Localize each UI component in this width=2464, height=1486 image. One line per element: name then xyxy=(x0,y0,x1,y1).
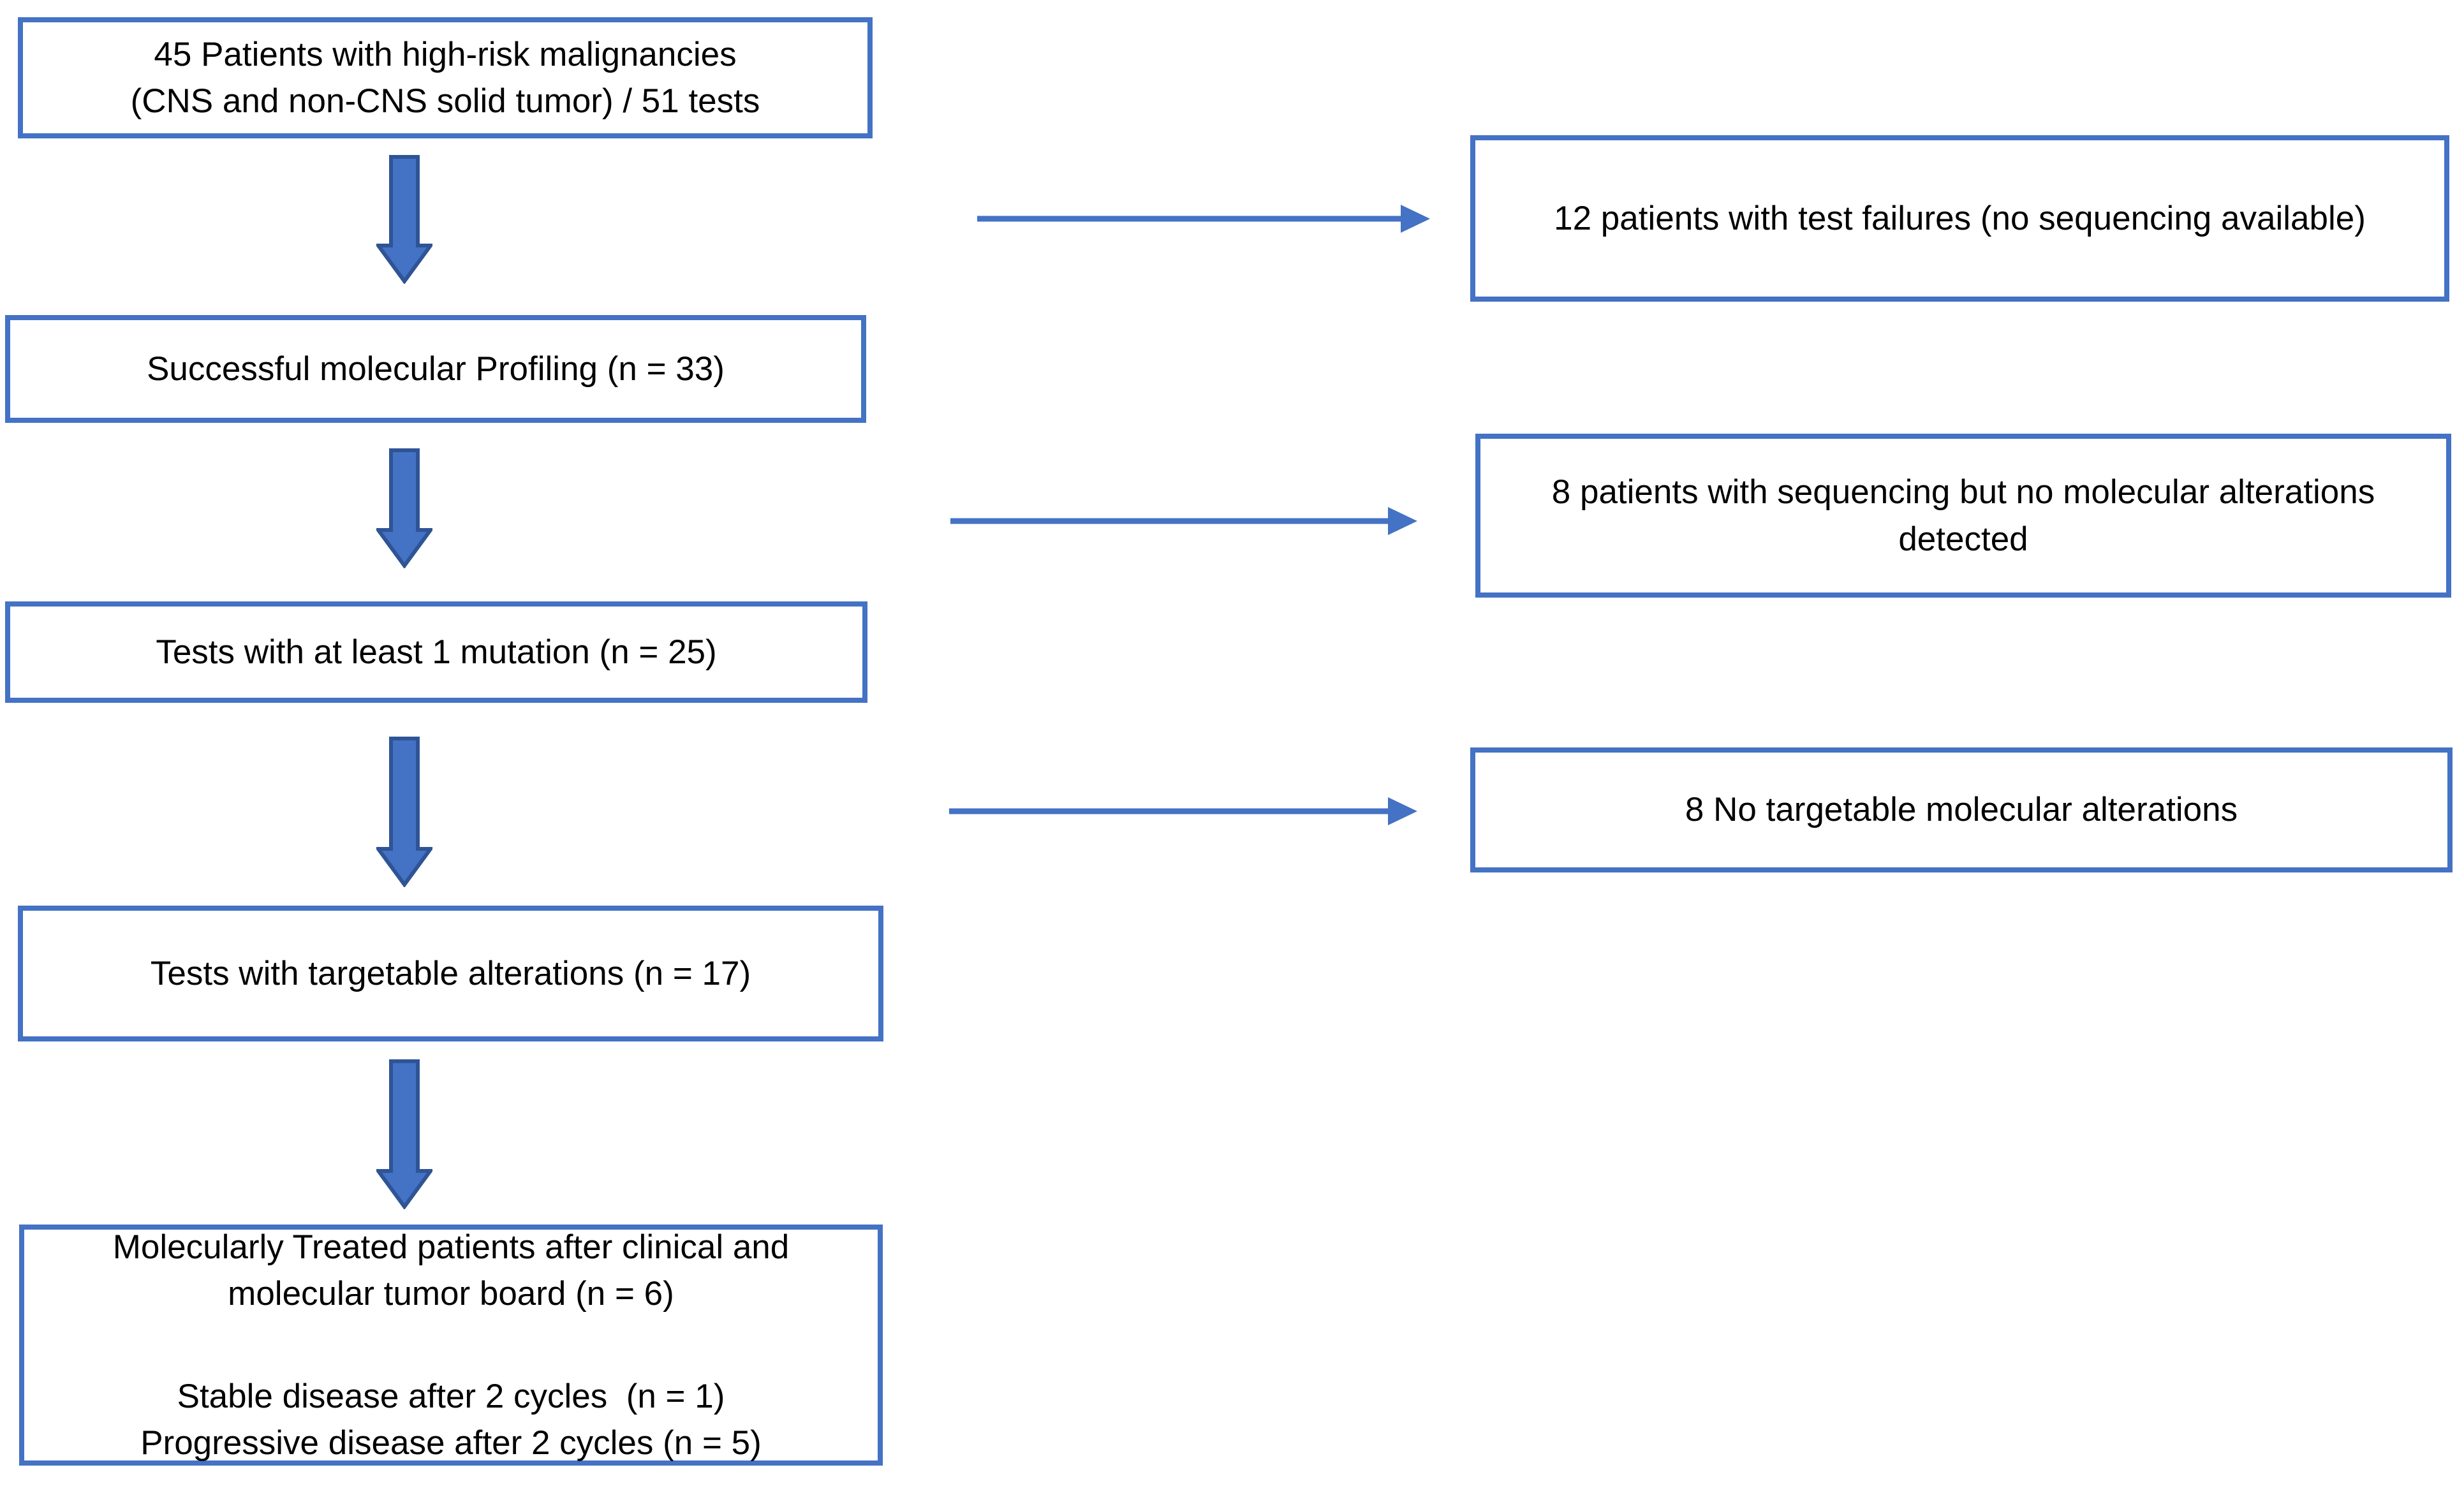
down-block-arrow-3-icon xyxy=(376,737,432,887)
box-tests-targetable-alterations-line-1: Tests with targetable alterations (n = 1… xyxy=(150,954,751,992)
box-no-molecular-alterations-line-2: detected xyxy=(1898,520,2028,558)
treated-summary-group: Molecularly Treated patients after clini… xyxy=(113,1224,790,1317)
down-block-arrow-2-icon xyxy=(376,448,432,568)
box-tests-at-least-1-mutation-line-1: Tests with at least 1 mutation (n = 25) xyxy=(156,633,717,671)
treated-outcomes-group: Stable disease after 2 cycles (n = 1) Pr… xyxy=(140,1373,762,1466)
box-patients-line-2: (CNS and non-CNS solid tumor) / 51 tests xyxy=(130,82,760,120)
box-molecularly-treated-line-2: molecular tumor board (n = 6) xyxy=(228,1274,674,1313)
box-molecularly-treated: Molecularly Treated patients after clini… xyxy=(19,1225,883,1466)
box-molecularly-treated-line-4: Progressive disease after 2 cycles (n = … xyxy=(140,1424,762,1462)
box-tests-targetable-alterations: Tests with targetable alterations (n = 1… xyxy=(18,906,883,1041)
right-arrow-2-icon xyxy=(950,506,1417,536)
box-no-molecular-alterations: 8 patients with sequencing but no molecu… xyxy=(1475,434,2451,598)
box-successful-profiling: Successful molecular Profiling (n = 33) xyxy=(5,315,866,423)
down-block-arrow-4-icon xyxy=(376,1059,432,1209)
box-no-targetable-alterations: 8 No targetable molecular alterations xyxy=(1470,747,2453,872)
box-successful-profiling-line-1: Successful molecular Profiling (n = 33) xyxy=(147,349,725,388)
right-arrow-1-icon xyxy=(977,203,1430,234)
box-no-targetable-alterations-line-1: 8 No targetable molecular alterations xyxy=(1685,791,2238,829)
box-patients-line-1: 45 Patients with high-risk malignancies xyxy=(154,35,737,73)
box-test-failures-line-1: 12 patients with test failures (no seque… xyxy=(1554,199,2366,237)
box-molecularly-treated-line-1: Molecularly Treated patients after clini… xyxy=(112,1228,790,1266)
box-tests-at-least-1-mutation: Tests with at least 1 mutation (n = 25) xyxy=(5,601,867,703)
box-no-molecular-alterations-line-1: 8 patients with sequencing but no molecu… xyxy=(1551,473,2375,511)
box-patients: 45 Patients with high-risk malignancies … xyxy=(18,17,873,138)
right-arrow-3-icon xyxy=(949,796,1417,827)
down-block-arrow-1-icon xyxy=(376,155,432,284)
box-molecularly-treated-line-3: Stable disease after 2 cycles (n = 1) xyxy=(177,1378,725,1415)
box-test-failures: 12 patients with test failures (no seque… xyxy=(1470,135,2449,302)
